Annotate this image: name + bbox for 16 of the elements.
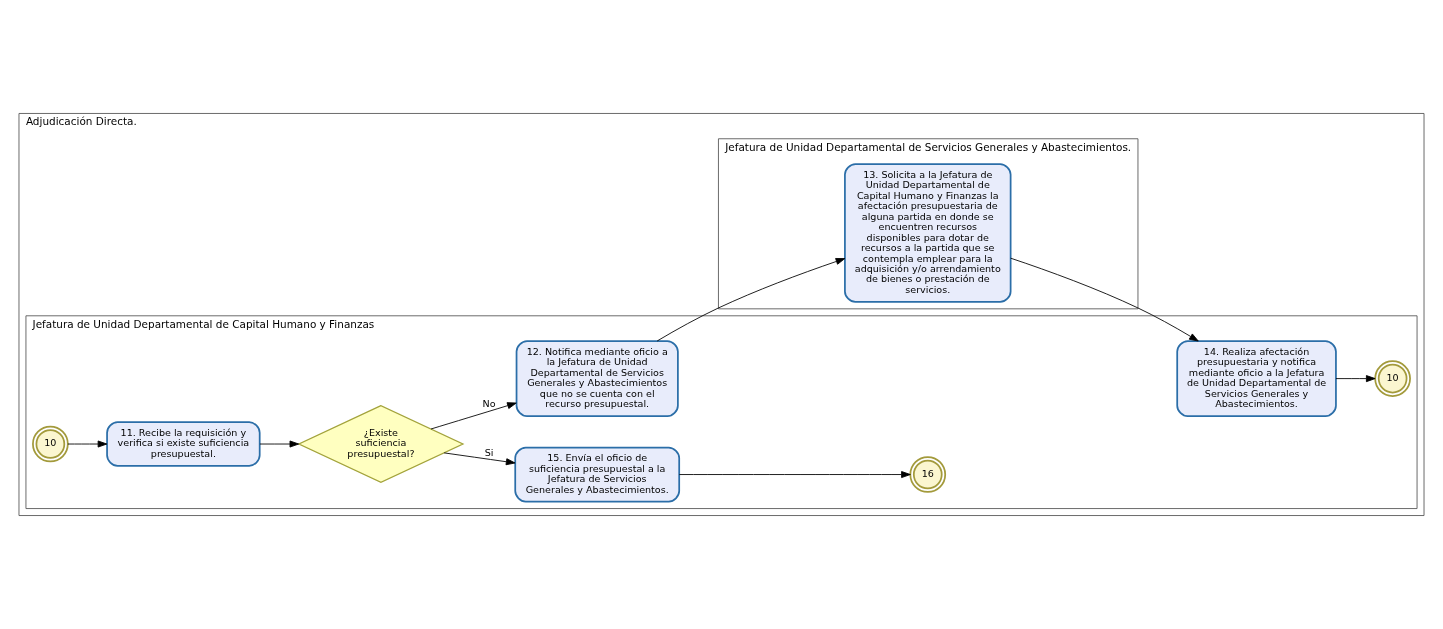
arrow	[1010, 257, 1199, 342]
arrow	[656, 258, 846, 342]
node-box: 15. Envía el oficio de suficiencia presupuestal a la Jefatura de Servicios Generales y Abastecimientos.	[514, 446, 681, 503]
arrow	[678, 471, 911, 479]
edge-label: No	[482, 398, 496, 410]
node-box: 12. Notifica mediante oficio a la Jefatura de Unidad Departamental de Servicios Generales y Abastecimientos que no se cuenta con el recurso presupuestal.	[515, 340, 679, 417]
arrow	[443, 452, 516, 466]
edge-label: Si	[484, 447, 494, 459]
arrow	[67, 440, 108, 448]
arrow	[1335, 375, 1376, 383]
node-diamond: ¿Existe suficiencia presupuestal?	[297, 404, 465, 484]
node-box: 14. Realiza afectación presupuestaria y notifica mediante oficio a la Jefatura de Unidad Departamental de Servicios Generales y Abastecimientos.	[1176, 340, 1337, 417]
arrow	[430, 402, 517, 430]
arrow	[259, 440, 300, 448]
node-box: 13. Solicita a la Jefatura de Unidad Departamental de Capital Humano y Finanzas la afectación presupuestaria de alguna partida en donde se encuentren recursos disponibles para dotar de recursos a la partida que se contempla emplear para la adquisición y/o arrendamiento de bienes o prestación de servicios.	[844, 163, 1012, 303]
node-box: 11. Recibe la requisición y verifica si existe suficiencia presupuestal.	[106, 421, 261, 467]
